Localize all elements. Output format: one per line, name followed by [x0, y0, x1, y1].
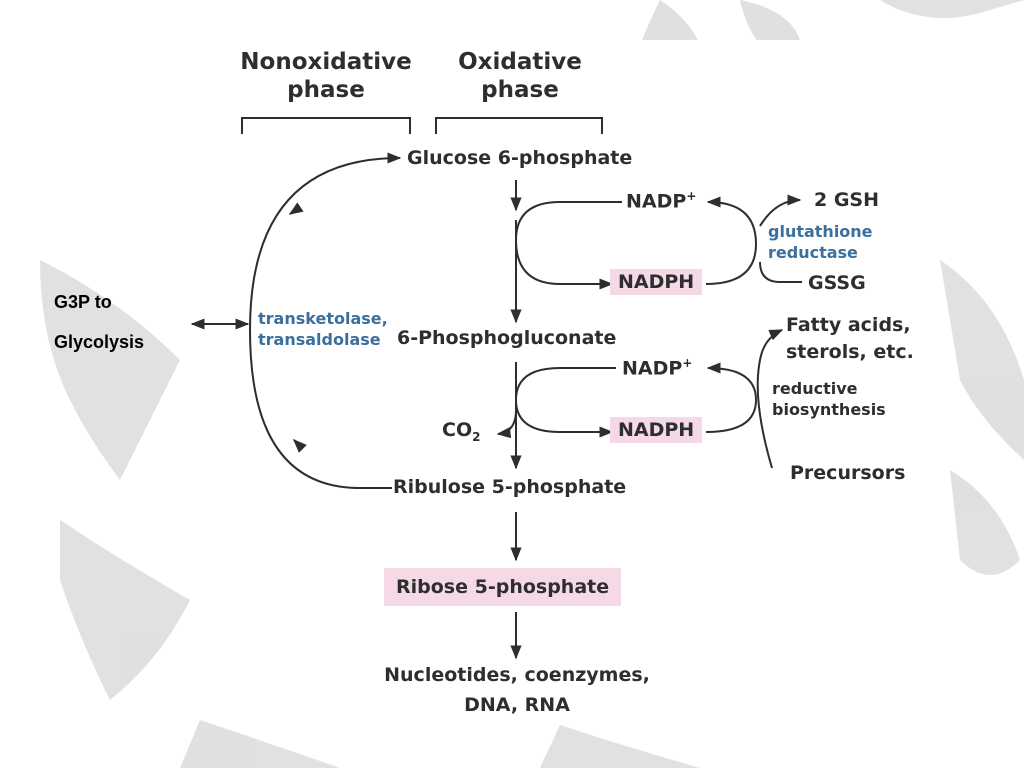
fatty-acids-sterols-label: Fatty acids, sterols, etc. — [786, 314, 914, 363]
nadph-label-1: NADPH — [610, 269, 703, 295]
arrow-nonox-loop-up — [248, 152, 402, 489]
6-phosphogluconate-label: 6-Phosphogluconate — [397, 327, 617, 349]
diagram-panel — [196, 40, 940, 720]
bracket-oxidative — [435, 117, 603, 134]
arrow-from-gssg — [759, 261, 802, 283]
arrow-nadph2-to-nadp2 — [705, 362, 758, 433]
bracket-nonoxidative — [241, 117, 411, 134]
arrow-nonox-tick-lower — [293, 439, 307, 453]
nadph-label-2: NADPH — [610, 417, 703, 443]
reductive-biosynthesis-label: reductive biosynthesis — [772, 379, 886, 419]
nadp-plus-label-2: NADP+ — [622, 356, 693, 380]
arrow-nadph1-to-nadp1 — [705, 196, 758, 285]
ribulose-5-phosphate-label: Ribulose 5-phosphate — [393, 476, 627, 498]
gsh-label: 2 GSH — [814, 189, 880, 211]
co2-label: CO2 — [442, 419, 481, 444]
transketolase-transaldolase-label: transketolase, transaldolase — [258, 309, 388, 349]
arrow-nonox-tick-upper — [288, 202, 304, 215]
nadp-plus-label-1: NADP+ — [626, 189, 697, 213]
nonoxidative-phase-title: Nonoxidative phase — [240, 49, 412, 103]
g3p-to-glycolysis-note: G3P to Glycolysis — [54, 292, 145, 352]
precursors-label: Precursors — [790, 462, 906, 484]
arrow-co2 — [496, 409, 517, 439]
glutathione-reductase-label: glutathione reductase — [768, 222, 873, 262]
products-label: Nucleotides, coenzymes, DNA, RNA — [384, 664, 650, 716]
glucose-6-phosphate-label: Glucose 6-phosphate — [407, 147, 633, 169]
arrow-nadp1-reduction — [514, 201, 622, 290]
gssg-label: GSSG — [808, 272, 866, 294]
oxidative-phase-title: Oxidative phase — [458, 49, 582, 103]
ribose-5-phosphate-label: Ribose 5-phosphate — [384, 568, 622, 606]
arrow-to-gsh — [759, 194, 802, 227]
arrow-nadp2-reduction — [514, 367, 616, 438]
arrow-precursors-to-fatty — [756, 329, 784, 469]
